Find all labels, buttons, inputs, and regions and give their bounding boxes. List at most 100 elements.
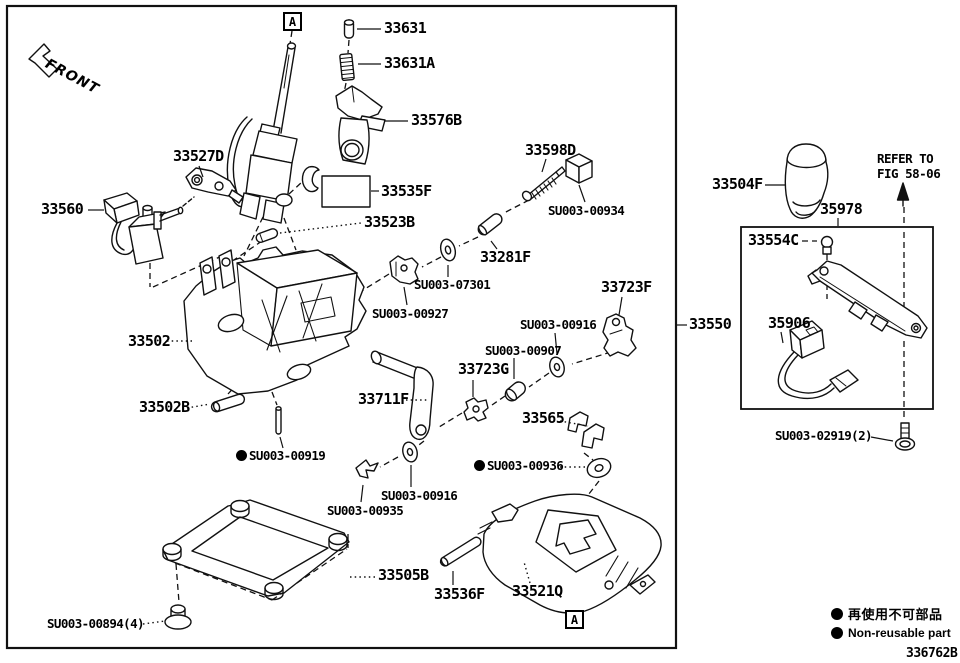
part-SU003-00894-drawing (164, 604, 192, 630)
part-lever-assembly-drawing (226, 42, 298, 224)
part-label-33527D: 33527D (173, 147, 224, 165)
part-label-33505B: 33505B (378, 566, 429, 584)
part-33521Q-drawing (477, 493, 662, 614)
part-number-text: 33281F (480, 248, 531, 266)
part-number-text: 33504F (712, 175, 763, 193)
non-reusable-bullet-icon (474, 460, 485, 471)
legend-text-jp: 再使用不可部品 (848, 608, 943, 623)
part-label-SU003-07301: SU003-07301 (414, 277, 491, 292)
part-SU003-00934-drawing (565, 153, 593, 184)
part-33281F-drawing (477, 213, 503, 236)
part-label-SU003-00936: SU003-00936 (474, 458, 564, 473)
part-33505B-drawing (162, 499, 350, 601)
part-label-33565: 33565 (522, 409, 565, 427)
dotted-leaders (142, 222, 589, 625)
part-label-SU003-02919: SU003-02919(2) (775, 428, 873, 443)
part-33723F-drawing (602, 313, 637, 357)
part-label-33723G: 33723G (458, 361, 509, 378)
non-reusable-bullet-icon (831, 607, 843, 620)
part-number-text: 33523B (364, 213, 415, 231)
part-SU003-00935-drawing (355, 459, 379, 479)
part-number-text: 33554C (748, 231, 799, 249)
refer-arrow-icon (896, 182, 910, 207)
part-label-33576B: 33576B (411, 111, 462, 129)
front-arrow-icon (28, 43, 58, 78)
part-33560-drawing (103, 192, 195, 265)
part-35906-drawing (777, 320, 859, 400)
detail-marker-letter: A (570, 612, 579, 627)
part-number-text: SU003-00894(4) (47, 616, 145, 631)
part-33527D-drawing (185, 167, 244, 204)
part-SU003-00916-drawing (549, 356, 565, 378)
part-number-text: 33550 (689, 315, 732, 333)
part-33598D-drawing (521, 166, 566, 202)
part-number-text: 33631A (384, 54, 435, 72)
shift-panel-frame (740, 226, 934, 410)
part-label-33523B: 33523B (364, 213, 415, 231)
part-SU003-00919-drawing (275, 406, 282, 435)
part-label-33711F: 33711F (358, 390, 409, 408)
part-number-text: 33576B (411, 111, 462, 129)
part-number-text: 33536F (434, 585, 485, 603)
part-number-text: SU003-02919(2) (775, 428, 873, 443)
part-number-text: 35906 (768, 314, 811, 332)
part-label-35978: 35978 (820, 200, 863, 218)
part-label-33560: 33560 (41, 201, 84, 218)
part-number-text: 33527D (173, 147, 224, 165)
part-number-text: 33521Q (512, 582, 563, 600)
part-number-text: SU003-00935 (327, 503, 404, 518)
leader-lines (88, 28, 894, 585)
part-label-SU003-00894: SU003-00894(4) (47, 616, 145, 631)
non-reusable-bullet-icon (236, 450, 247, 461)
part-33523B-drawing (255, 228, 279, 243)
part-33554C-drawing (820, 235, 834, 255)
part-label-33550: 33550 (689, 315, 732, 333)
part-SU003-07301-drawing (439, 238, 457, 262)
part-number-text: SU003-00934 (548, 203, 625, 218)
part-number-text: SU003-00916 (381, 488, 458, 503)
part-label-33504F: 33504F (712, 175, 763, 193)
part-number-text: SU003-00936 (487, 458, 564, 473)
part-number-text: SU003-00919 (249, 448, 326, 463)
part-33536F-drawing (439, 536, 482, 567)
part-label-33502B: 33502B (139, 399, 190, 416)
part-33711F-drawing (370, 350, 434, 441)
legend-row-en: Non-reusable part (831, 626, 951, 640)
part-label-SU003-00916-2: SU003-00916 (381, 488, 458, 503)
part-number-text: 35978 (820, 200, 863, 218)
part-label-SU003-00934: SU003-00934 (548, 203, 625, 218)
part-SU003-02919-drawing (894, 422, 916, 451)
legend: 再使用不可部品 Non-reusable part (831, 604, 951, 643)
drawing-number: 336762B (906, 646, 958, 661)
part-number-text: 33502 (128, 332, 171, 350)
refer-line2: FIG 58-06 (877, 166, 941, 181)
part-33504F-drawing (784, 143, 829, 219)
main-frame (5, 4, 678, 650)
detail-marker-letter: A (288, 14, 297, 29)
part-SU003-00916-2-drawing (402, 441, 418, 463)
part-33535F-drawing (301, 165, 371, 208)
part-number-text: 33535F (381, 182, 432, 200)
part-number-text: 33598D (525, 141, 576, 159)
part-number-text: SU003-07301 (414, 277, 491, 292)
part-label-33521Q: 33521Q (512, 582, 563, 600)
part-label-33554C: 33554C (748, 231, 799, 249)
part-number-text: 33565 (522, 409, 565, 427)
part-33576B-drawing (335, 85, 386, 165)
legend-row-jp: 再使用不可部品 (831, 604, 951, 623)
part-label-SU003-00927: SU003-00927 (372, 307, 449, 320)
part-label-33502: 33502 (128, 332, 171, 350)
part-number-text: SU003-00916 (520, 317, 597, 332)
legend-text-en: Non-reusable part (848, 626, 951, 640)
part-SU003-00936-drawing (586, 457, 612, 479)
part-number-text: 33505B (378, 566, 429, 584)
non-reusable-bullet-icon (831, 627, 843, 639)
part-33502B-drawing (210, 393, 246, 413)
part-number-text: 33723F (601, 278, 652, 296)
part-33502-drawing (183, 246, 367, 395)
part-number-text: 33711F (358, 390, 409, 408)
part-label-33536F: 33536F (434, 585, 485, 603)
part-label-33723F: 33723F (601, 278, 652, 296)
